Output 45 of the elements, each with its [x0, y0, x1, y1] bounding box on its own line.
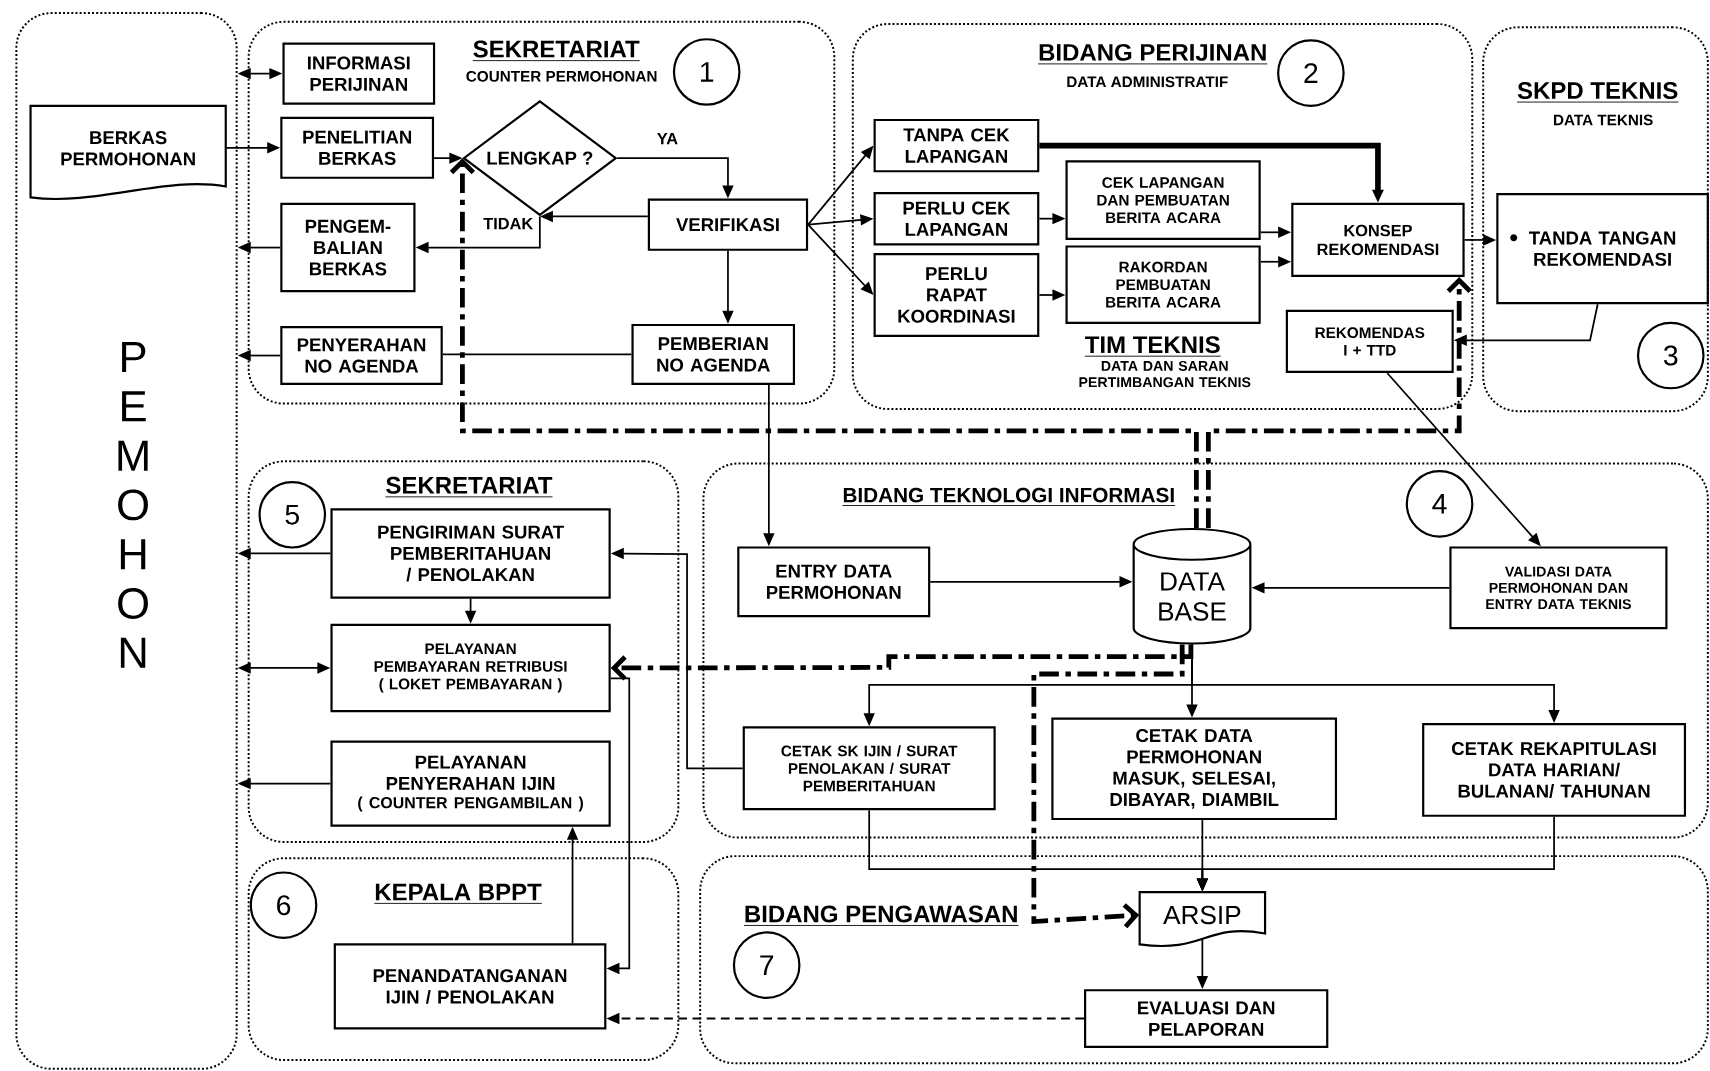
- process-box: EVALUASI DAN PELAPORAN: [1084, 989, 1329, 1049]
- database-cylinder: DATA BASE: [1132, 527, 1252, 645]
- process-box: ENTRY DATA PERMOHONAN: [737, 546, 931, 618]
- process-box: CEK LAPANGAN DAN PEMBUATAN BERITA ACARA: [1065, 160, 1261, 240]
- process-box: PENGIRIMAN SURAT PEMBERITAHUAN / PENOLAKAN: [330, 508, 611, 599]
- arrow: [610, 644, 1194, 681]
- process-box: PENELITIAN BERKAS: [280, 116, 435, 179]
- arrow: [1031, 644, 1185, 929]
- process-box: REKOMENDAS I + TTD: [1285, 309, 1454, 373]
- process-box: PERLU CEK LAPANGAN: [873, 192, 1040, 246]
- process-box: TANDA TANGAN REKOMENDASI: [1496, 193, 1709, 305]
- vertical-label: P E M O H O N: [118, 342, 148, 668]
- process-box: CETAK SK IJIN / SURAT PENOLAKAN / SURAT PEMBERITAHUAN: [742, 726, 996, 811]
- panel-subheading: DATA ADMINISTRATIF: [1067, 76, 1228, 88]
- panel-subheading: DATA DAN SARAN PERTIMBANGAN TEKNIS: [1079, 360, 1251, 388]
- process-box: PEMBERIAN NO AGENDA: [631, 323, 796, 385]
- arrow: [449, 158, 1199, 528]
- edge-label: TIDAK: [481, 215, 536, 232]
- panel-heading: BIDANG TEKNOLOGI INFORMASI: [842, 487, 1176, 506]
- arrow: [1205, 277, 1472, 528]
- process-box: VALIDASI DATA PERMOHONAN DAN ENTRY DATA TEKNIS: [1449, 546, 1668, 630]
- process-box: PELAYANAN PENYERAHAN IJIN ( COUNTER PENGAMBILAN ): [330, 740, 611, 827]
- edge-label: YA: [654, 130, 681, 147]
- panel-heading: BIDANG PERIJINAN: [1037, 43, 1268, 65]
- process-box: CETAK DATA PERMOHONAN MASUK, SELESAI, DIBAYAR, DIAMBIL: [1051, 717, 1338, 821]
- panel-heading: SKPD TEKNIS: [1516, 82, 1679, 103]
- process-box: KONSEP REKOMENDASI: [1291, 202, 1465, 278]
- panel-subheading: COUNTER PERMOHONAN: [466, 71, 657, 82]
- process-box: PERLU RAPAT KOORDINASI: [873, 253, 1040, 337]
- panel-subheading: DATA TEKNIS: [1554, 114, 1653, 126]
- process-box: TANPA CEK LAPANGAN: [873, 118, 1040, 173]
- process-box: VERIFIKASI: [647, 198, 809, 251]
- panel-heading: SEKRETARIAT: [472, 40, 641, 62]
- process-box: PELAYANAN PEMBAYARAN RETRIBUSI ( LOKET PEMBAYARAN ): [330, 623, 611, 713]
- connector-line: [441, 353, 633, 356]
- panel-heading: SEKRETARIAT: [385, 476, 553, 498]
- process-box: PENYERAHAN NO AGENDA: [280, 326, 443, 385]
- panel-heading: KEPALA BPPT: [373, 883, 543, 904]
- panel-heading: BIDANG PENGAWASAN: [743, 905, 1019, 926]
- process-box: CETAK REKAPITULASI DATA HARIAN/ BULANAN/ TAHUNAN: [1422, 723, 1687, 817]
- process-box: RAKORDAN PEMBUATAN BERITA ACARA: [1065, 245, 1261, 324]
- process-box: PENGEM- BALIAN BERKAS: [280, 202, 416, 293]
- panel-heading: TIM TEKNIS: [1084, 336, 1222, 357]
- process-box: INFORMASI PERIJINAN: [282, 42, 436, 105]
- process-box: PENANDATANGANAN IJIN / PENOLAKAN: [333, 943, 607, 1030]
